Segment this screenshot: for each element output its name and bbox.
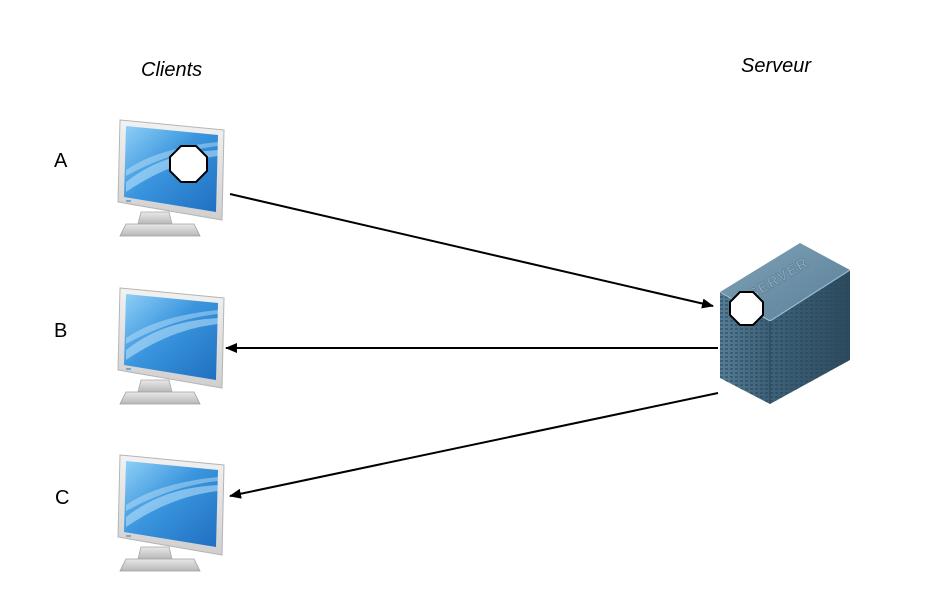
client-c-monitor-icon — [117, 454, 225, 572]
client-a-token-icon — [169, 145, 208, 183]
client-label-c: C — [55, 487, 70, 509]
client-label-b: B — [54, 320, 68, 342]
client-b-monitor-icon — [117, 287, 225, 405]
client-a-monitor-icon — [117, 119, 225, 237]
client-label-a: A — [54, 150, 68, 172]
clients-heading: Clients — [141, 59, 203, 81]
server-heading: Serveur — [741, 55, 812, 77]
server-token-icon — [729, 291, 764, 326]
arrow-server-to-c — [229, 392, 719, 499]
arrow-a-to-server — [229, 193, 714, 309]
